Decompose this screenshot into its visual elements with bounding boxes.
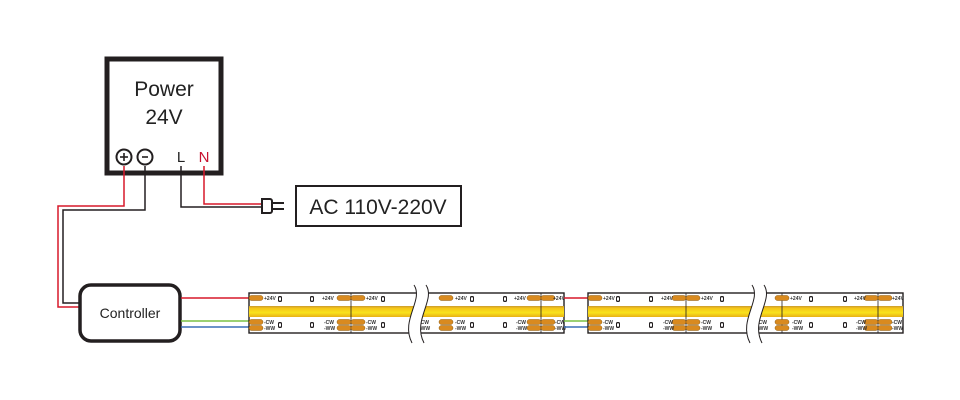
ac-wires bbox=[180, 166, 262, 208]
label-cw: -CW bbox=[264, 320, 274, 326]
neutral-wire bbox=[203, 166, 262, 205]
mains-label: AC 110V-220V bbox=[309, 196, 446, 219]
plus-terminal-icon bbox=[115, 148, 133, 166]
terminal-N: N bbox=[199, 149, 210, 166]
label-plus24v: +24V bbox=[603, 296, 615, 302]
label-ww: -WW bbox=[264, 326, 275, 332]
label-ww: -WW bbox=[856, 326, 867, 332]
label-plus24v: +24V bbox=[322, 296, 334, 302]
label-plus24v: +24V bbox=[514, 296, 526, 302]
label-ww: -WW bbox=[663, 326, 674, 332]
link-wires bbox=[564, 297, 588, 328]
label-cw: -CW bbox=[366, 320, 376, 326]
label-cw: -CW bbox=[701, 320, 711, 326]
label-plus24v: +24V bbox=[455, 296, 467, 302]
controller-label: Controller bbox=[100, 305, 161, 321]
label-plus24v: +24V bbox=[790, 296, 802, 302]
power-label: Power bbox=[134, 78, 194, 101]
terminal-L: L bbox=[177, 149, 185, 166]
label-cw: -CW bbox=[419, 320, 429, 326]
minus-terminal-icon bbox=[136, 148, 154, 166]
label-ww: -WW bbox=[892, 326, 903, 332]
led-strip-1: +24V +24V +24V +24V +24V +24V -CW -WW -C… bbox=[248, 284, 566, 344]
label-cw: -CW bbox=[856, 320, 866, 326]
label-cw: -CW bbox=[324, 320, 334, 326]
negative-wire bbox=[62, 166, 146, 304]
power-supply: Power 24V L N bbox=[104, 56, 224, 176]
led-strip-2: +24V +24V +24V +24V +24V +24V -CW -WW -C… bbox=[587, 284, 904, 344]
label-plus24v: +24V bbox=[661, 296, 673, 302]
cut-break-icon bbox=[408, 284, 429, 344]
label-ww: -WW bbox=[757, 326, 768, 332]
label-cw: -CW bbox=[455, 320, 465, 326]
label-ww: -WW bbox=[366, 326, 377, 332]
label-ww: -WW bbox=[455, 326, 466, 332]
label-ww: -WW bbox=[419, 326, 430, 332]
label-cw: -CW bbox=[757, 320, 767, 326]
live-wire bbox=[180, 166, 262, 208]
label-ww: -WW bbox=[324, 326, 335, 332]
label-ww: -WW bbox=[603, 326, 614, 332]
label-ww: -WW bbox=[555, 326, 566, 332]
controller-output-wires bbox=[181, 297, 250, 328]
label-plus24v: +24V bbox=[366, 296, 378, 302]
voltage-label: 24V bbox=[145, 106, 182, 129]
controller: Controller bbox=[78, 283, 182, 343]
label-plus24v: +24V bbox=[264, 296, 276, 302]
label-plus24v: +24V bbox=[553, 296, 565, 302]
positive-wire bbox=[57, 166, 125, 308]
plug-icon bbox=[261, 198, 284, 214]
label-plus24v: +24V bbox=[854, 296, 866, 302]
label-ww: -WW bbox=[516, 326, 527, 332]
label-cw: -CW bbox=[603, 320, 613, 326]
label-cw: -CW bbox=[516, 320, 526, 326]
label-cw: -CW bbox=[892, 320, 902, 326]
mains-box: AC 110V-220V bbox=[295, 185, 462, 227]
dc-wires bbox=[57, 166, 146, 308]
cut-break-icon bbox=[746, 284, 767, 344]
label-plus24v: +24V bbox=[892, 296, 904, 302]
label-cw: -CW bbox=[663, 320, 673, 326]
label-cw: -CW bbox=[555, 320, 565, 326]
label-ww: -WW bbox=[792, 326, 803, 332]
label-plus24v: +24V bbox=[701, 296, 713, 302]
label-cw: -CW bbox=[792, 320, 802, 326]
label-ww: -WW bbox=[701, 326, 712, 332]
